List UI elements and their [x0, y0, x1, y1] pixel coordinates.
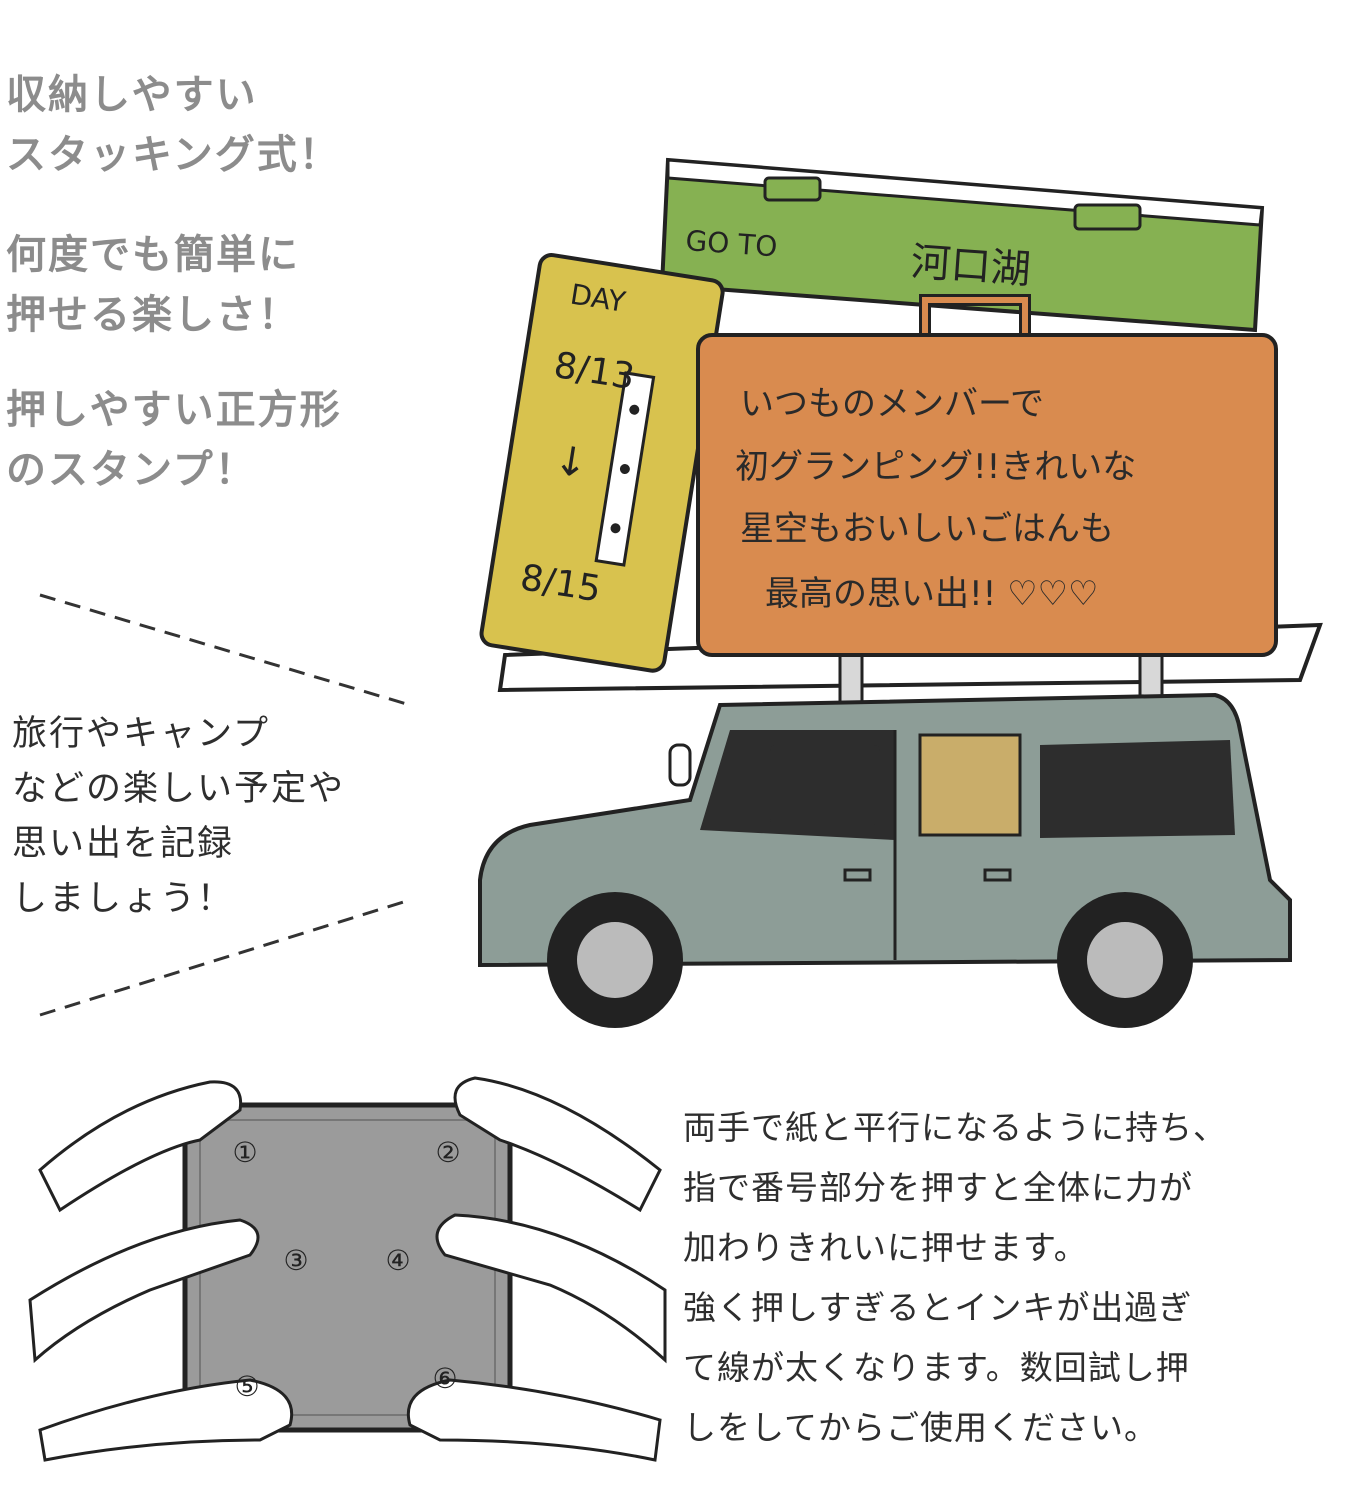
orange-suitcase: いつものメンバーで 初グランピング!!きれいな 星空もおいしいごはんも 最高の思… — [696, 294, 1278, 657]
memo-text: いつものメンバーで 初グランピング!!きれいな 星空もおいしいごはんも 最高の思… — [735, 384, 1147, 614]
memo-line: 星空もおいしいごはんも — [740, 509, 1114, 549]
instruction-line: しをしてからご使用ください。 — [683, 1408, 1159, 1447]
note-line: 旅行やキャンプ — [12, 714, 270, 754]
memo-line: 初グランピング!!きれいな — [735, 447, 1136, 487]
feature-stacking: 収納しやすい スタッキング式！ — [6, 65, 341, 185]
feature-line: 押しやすい正方形 — [6, 387, 342, 433]
dog — [918, 733, 1022, 837]
feature-line: スタッキング式！ — [6, 132, 341, 178]
number-3: ③ — [283, 1244, 308, 1277]
yellow-suitcase: DAY 8/13 ↓ 8/15 — [479, 253, 725, 673]
instruction-line: て線が太くなります。数回試し押 — [683, 1348, 1190, 1387]
feature-line: のスタンプ！ — [6, 447, 257, 493]
instruction-line: 指で番号部分を押すと全体に力が — [683, 1168, 1193, 1207]
number-2: ② — [435, 1136, 460, 1169]
number-1: ① — [232, 1136, 257, 1169]
number-5: ⑤ — [234, 1370, 259, 1403]
instruction-line: 両手で紙と平行になるように持ち、 — [683, 1108, 1227, 1147]
dashed-dividers — [39, 593, 411, 1017]
feature-easy-press: 何度でも簡単に 押せる楽しさ！ — [6, 225, 300, 345]
number-6: ⑥ — [432, 1362, 457, 1395]
press-numbers: ① ② ③ ④ ⑤ ⑥ — [232, 1136, 460, 1403]
usage-instructions: 両手で紙と平行になるように持ち、 指で番号部分を押すと全体に力が 加わりきれいに… — [683, 1098, 1227, 1458]
note-line: 思い出を記録 — [12, 824, 235, 864]
arrow-down-icon: ↓ — [551, 437, 591, 488]
car — [478, 692, 1292, 1028]
instruction-line: 強く押しすぎるとインキが出過ぎ — [683, 1288, 1193, 1327]
note-line: などの楽しい予定や — [12, 769, 346, 809]
memo-line: 最高の思い出!! ♡♡♡ — [765, 574, 1099, 614]
destination-label: 河口湖 — [909, 239, 1032, 293]
instruction-line: 加わりきれいに押せます。 — [683, 1228, 1088, 1267]
stamp-holding-diagram: ① ② ③ ④ ⑤ ⑥ — [28, 1076, 667, 1462]
number-4: ④ — [385, 1244, 410, 1277]
green-suitcase: GO TO 河口湖 — [659, 157, 1265, 333]
feature-line: 収納しやすい — [6, 72, 258, 118]
goto-label: GO TO — [685, 224, 779, 263]
dashed-line-top — [39, 593, 411, 707]
memo-line: いつものメンバーで — [740, 384, 1044, 424]
travel-note: 旅行やキャンプ などの楽しい予定や 思い出を記録 しましょう！ — [12, 707, 345, 927]
feature-square: 押しやすい正方形 のスタンプ！ — [6, 380, 342, 500]
feature-line: 押せる楽しさ！ — [6, 292, 300, 338]
dashed-line-bottom — [39, 898, 411, 1017]
car-suitcase-illustration: GO TO 河口湖 DAY 8/13 ↓ 8/15 いつものメンバーで 初グラン… — [478, 157, 1323, 1028]
hands — [28, 1076, 667, 1462]
note-line: しましょう！ — [12, 879, 235, 919]
feature-line: 何度でも簡単に — [6, 232, 300, 278]
